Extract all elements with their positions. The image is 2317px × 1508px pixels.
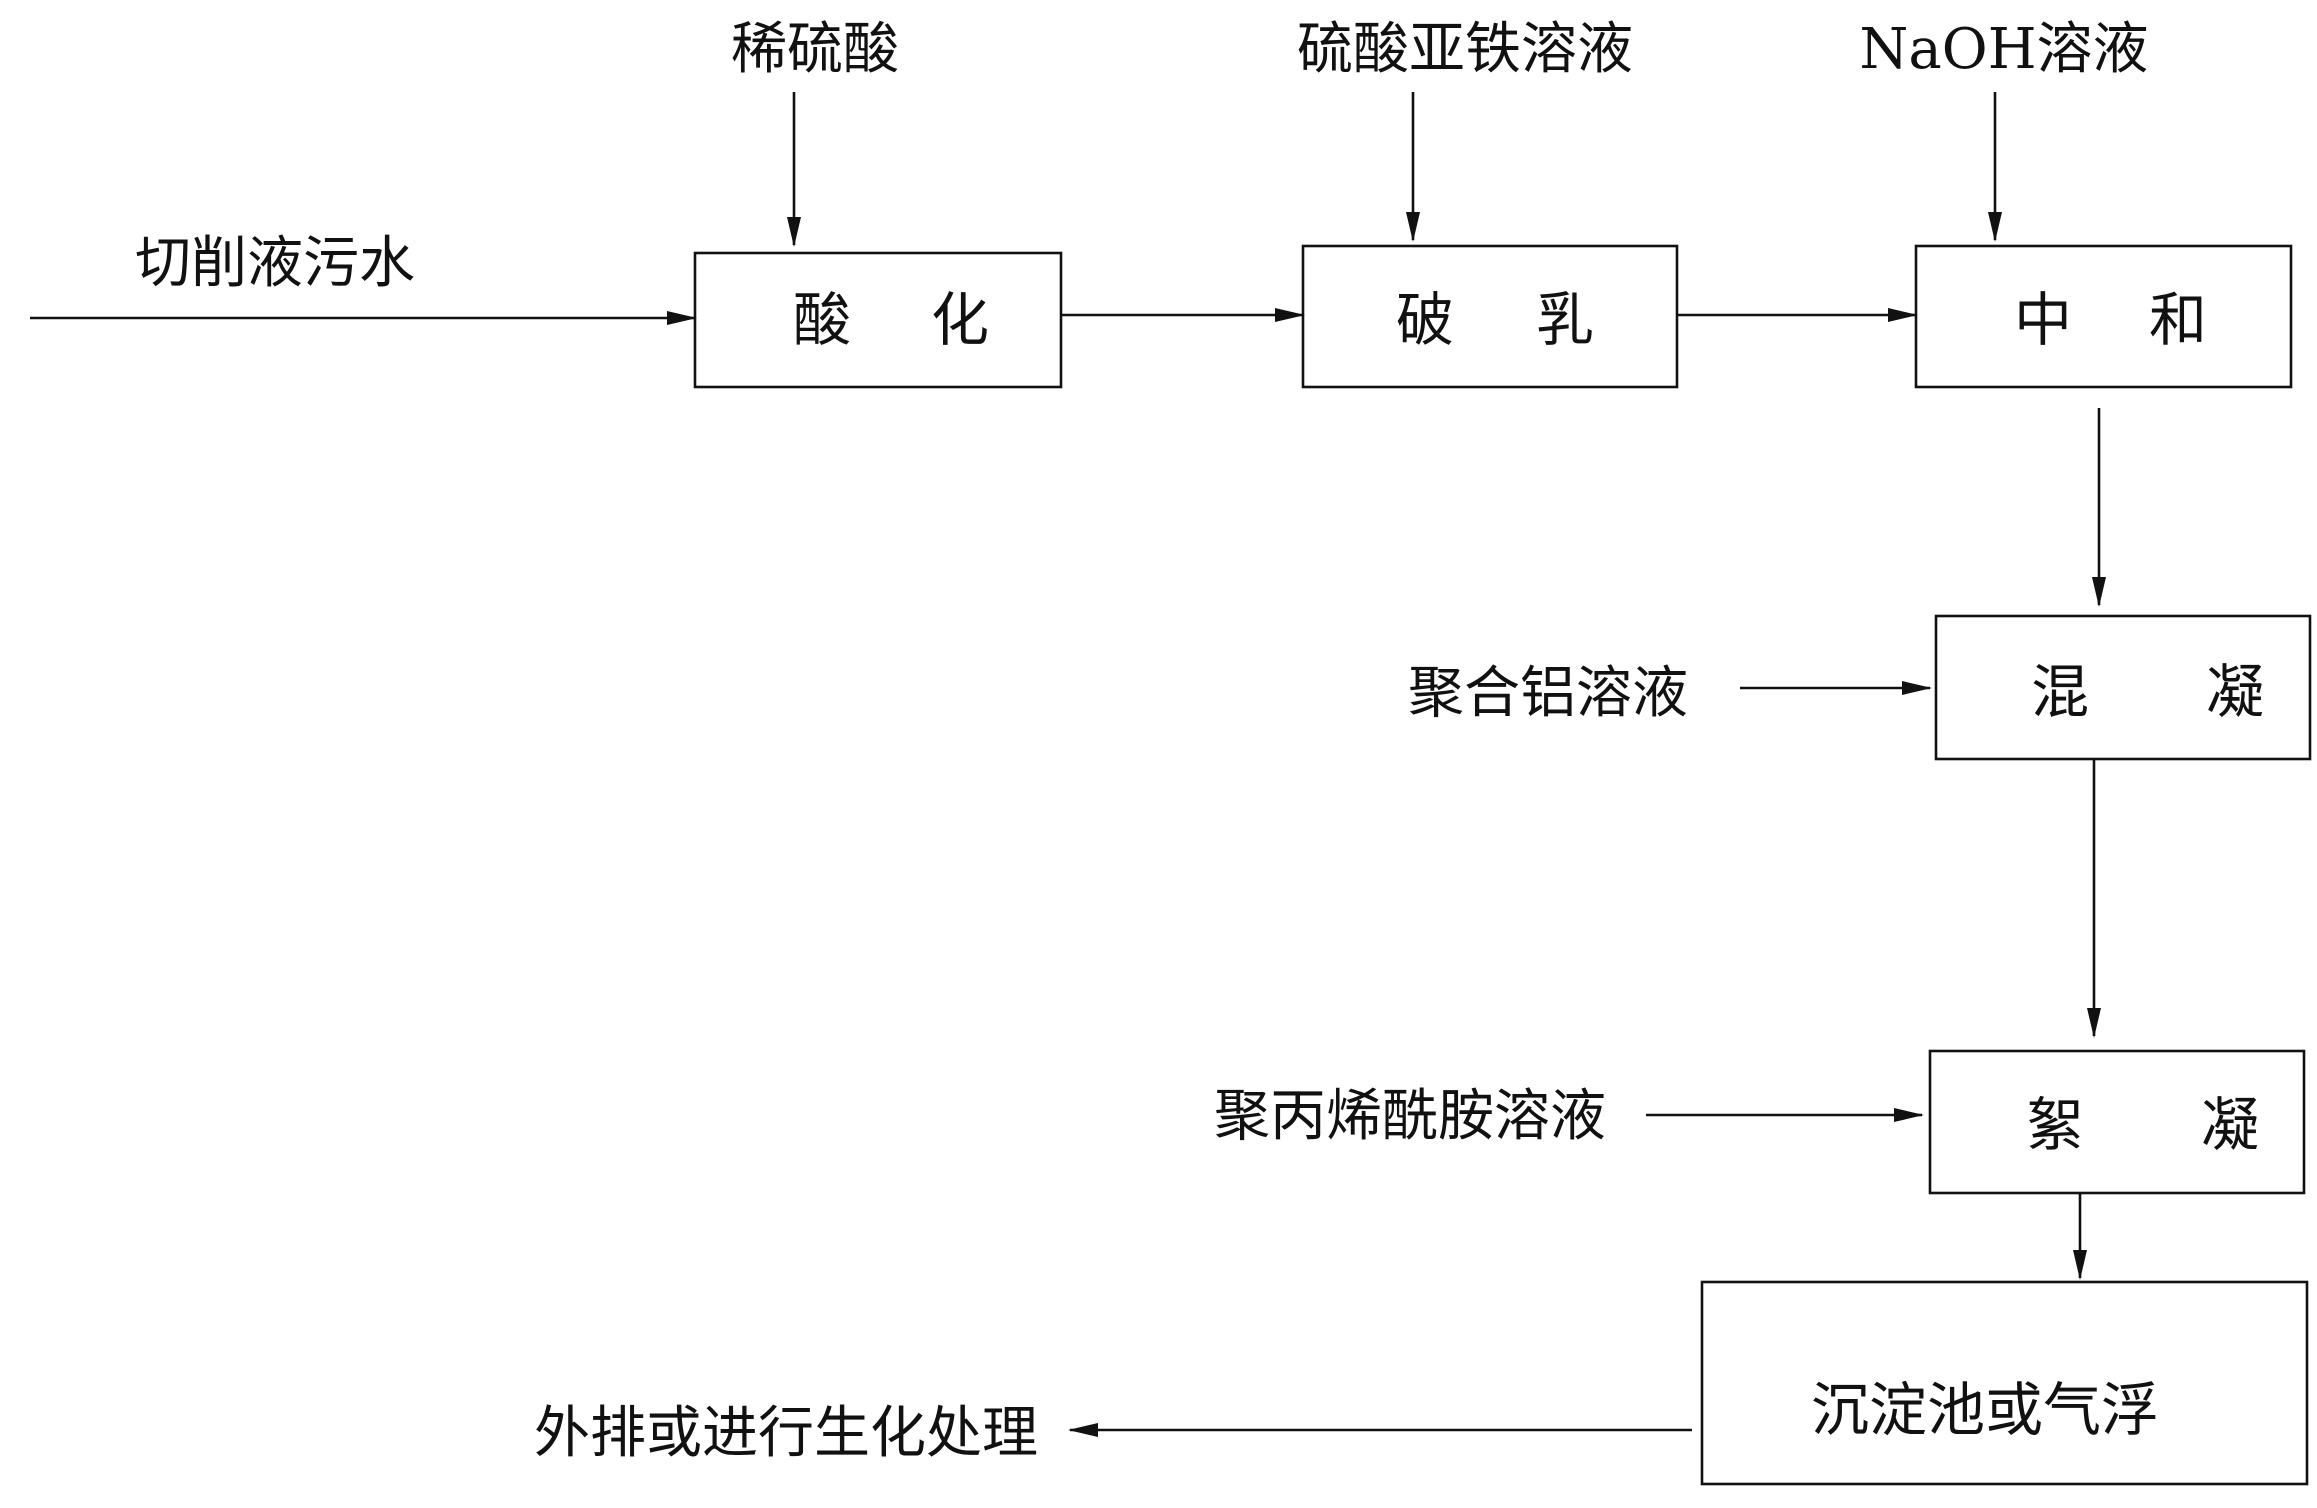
input-naoh-label: NaOH溶液 [1859,17,2148,82]
step-flocculation-char1: 絮 [2026,1091,2084,1159]
input-polyacrylamide-label: 聚丙烯酰胺溶液 [1214,1084,1606,1149]
step-demulsification-char1: 破 [1396,286,1454,354]
step-neutralization-char2: 和 [2149,286,2207,354]
step-demulsification: 破 乳 [1301,244,1679,389]
step-sedimentation-label: 沉淀池或气浮 [1811,1376,2159,1444]
step-acidification-char2: 化 [931,286,989,354]
step-acidification: 酸 化 [693,251,1063,389]
input-wastewater-label: 切削液污水 [135,231,415,296]
step-flocculation: 絮 凝 [1928,1049,2306,1195]
output-discharge-label: 外排或进行生化处理 [534,1401,1038,1466]
step-coagulation: 混 凝 [1934,614,2312,761]
step-demulsification-char2: 乳 [1536,286,1594,354]
step-coagulation-char1: 混 [2031,658,2089,726]
step-neutralization: 中 和 [1914,244,2293,389]
step-acidification-char1: 酸 [793,286,851,354]
step-neutralization-char1: 中 [2014,286,2072,354]
input-polyaluminum-label: 聚合铝溶液 [1408,661,1688,726]
input-dilute-sulfuric-acid-label: 稀硫酸 [731,17,899,82]
step-flocculation-char2: 凝 [2201,1091,2259,1159]
input-ferrous-sulfate-label: 硫酸亚铁溶液 [1297,17,1633,82]
step-coagulation-char2: 凝 [2206,658,2264,726]
step-sedimentation: 沉淀池或气浮 [1700,1280,2309,1486]
